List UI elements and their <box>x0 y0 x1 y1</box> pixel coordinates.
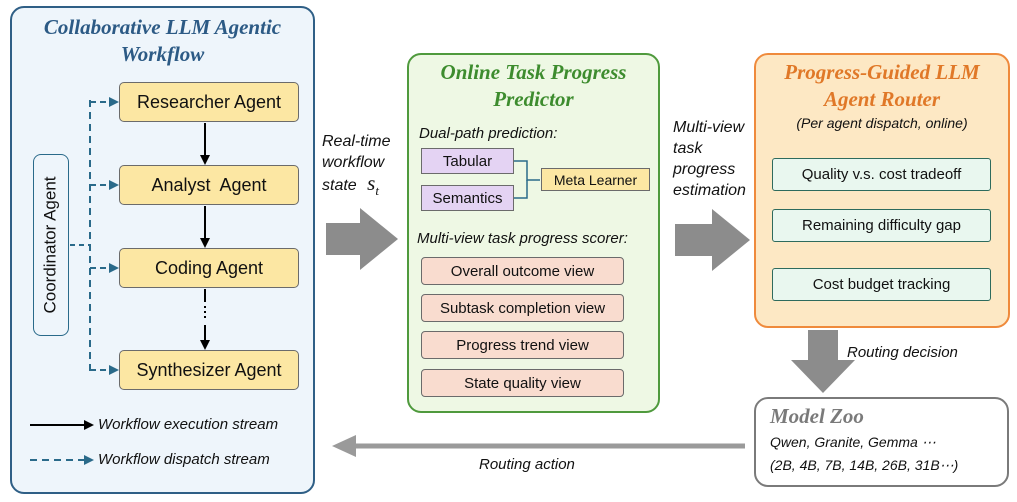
researcher-agent: Researcher Agent <box>119 82 299 122</box>
overall-outcome-view-label: Overall outcome view <box>450 262 595 280</box>
router-title: Progress-Guided LLM Agent Router <box>756 59 1008 113</box>
workflow-title-line2: Workflow <box>120 42 205 66</box>
semantics-path: Semantics <box>421 185 514 211</box>
analyst-agent-label: Analyst Agent <box>151 174 267 195</box>
synthesizer-agent-label: Synthesizer Agent <box>136 359 282 380</box>
legend-execution-label: Workflow execution stream <box>98 416 279 433</box>
estimation-label: Multi-view task progress estimation <box>673 117 753 201</box>
estimation-line2: task <box>673 140 703 157</box>
state-symbol: st <box>367 171 379 199</box>
tabular-path: Tabular <box>421 148 514 174</box>
tabular-to-meta-connector <box>514 160 540 181</box>
coding-agent-label: Coding Agent <box>154 257 264 278</box>
router-title-line1: Progress-Guided LLM <box>784 60 980 84</box>
state-quality-view: State quality view <box>421 369 624 397</box>
model-zoo-line2: (2B, 4B, 7B, 14B, 26B, 31B⋯) <box>770 457 959 473</box>
remaining-difficulty-gap-label: Remaining difficulty gap <box>802 217 961 234</box>
meta-learner-label: Meta Learner <box>553 171 638 188</box>
routing-decision-label: Routing decision <box>847 344 958 361</box>
predictor-title-line1: Online Task Progress <box>440 60 627 84</box>
predictor-title-line2: Predictor <box>493 87 574 111</box>
state-word: state <box>322 177 357 194</box>
estimation-line3: progress <box>673 161 736 178</box>
estimation-line4: estimation <box>673 182 746 199</box>
subtask-completion-view-label: Subtask completion view <box>439 299 606 317</box>
routing-action-label: Routing action <box>479 456 575 473</box>
dual-path-heading: Dual-path prediction: <box>419 125 558 142</box>
quality-cost-tradeoff: Quality v.s. cost tradeoff <box>772 158 991 191</box>
workflow-title: Collaborative LLM Agentic Workflow <box>12 14 313 68</box>
legend-dispatch-label: Workflow dispatch stream <box>98 451 270 468</box>
progress-trend-view-label: Progress trend view <box>456 336 589 354</box>
coding-agent: Coding Agent <box>119 248 299 288</box>
predictor-title: Online Task Progress Predictor <box>409 59 658 113</box>
state-label-line2: workflow <box>322 154 385 171</box>
estimation-big-arrow <box>675 209 750 271</box>
state-symbol-s: s <box>367 171 376 195</box>
tabular-path-label: Tabular <box>442 152 493 170</box>
routing-action-arrowhead <box>332 435 356 457</box>
model-zoo-panel <box>754 397 1009 487</box>
quality-cost-tradeoff-label: Quality v.s. cost tradeoff <box>801 166 962 183</box>
cost-budget-tracking-label: Cost budget tracking <box>812 276 951 293</box>
state-big-arrow <box>326 208 398 270</box>
router-subtitle: (Per agent dispatch, online) <box>796 115 968 131</box>
cost-budget-tracking: Cost budget tracking <box>772 268 991 301</box>
state-symbol-t: t <box>375 183 379 199</box>
estimation-line1: Multi-view <box>673 119 745 136</box>
model-zoo-title: Model Zoo <box>770 404 864 428</box>
semantics-path-label: Semantics <box>432 189 503 207</box>
workflow-title-line1: Collaborative LLM Agentic <box>43 15 282 39</box>
synthesizer-agent: Synthesizer Agent <box>119 350 299 390</box>
scorer-heading: Multi-view task progress scorer: <box>417 230 628 247</box>
state-label-line1: Real-time <box>322 133 391 150</box>
model-zoo-line1: Qwen, Granite, Gemma ⋯ <box>770 434 936 450</box>
analyst-agent: Analyst Agent <box>119 165 299 205</box>
state-label-line3: state st <box>322 173 402 201</box>
progress-trend-view: Progress trend view <box>421 331 624 359</box>
subtask-completion-view: Subtask completion view <box>421 294 624 322</box>
overall-outcome-view: Overall outcome view <box>421 257 624 285</box>
state-label: Real-time workflow state st <box>322 131 402 201</box>
meta-learner: Meta Learner <box>541 168 650 191</box>
coordinator-agent: Coordinator Agent <box>33 154 69 336</box>
router-title-line2: Agent Router <box>823 87 941 111</box>
remaining-difficulty-gap: Remaining difficulty gap <box>772 209 991 242</box>
semantics-to-meta-connector <box>514 180 528 199</box>
researcher-agent-label: Researcher Agent <box>136 91 282 112</box>
routing-decision-arrow <box>791 330 855 393</box>
state-quality-view-label: State quality view <box>464 374 581 392</box>
